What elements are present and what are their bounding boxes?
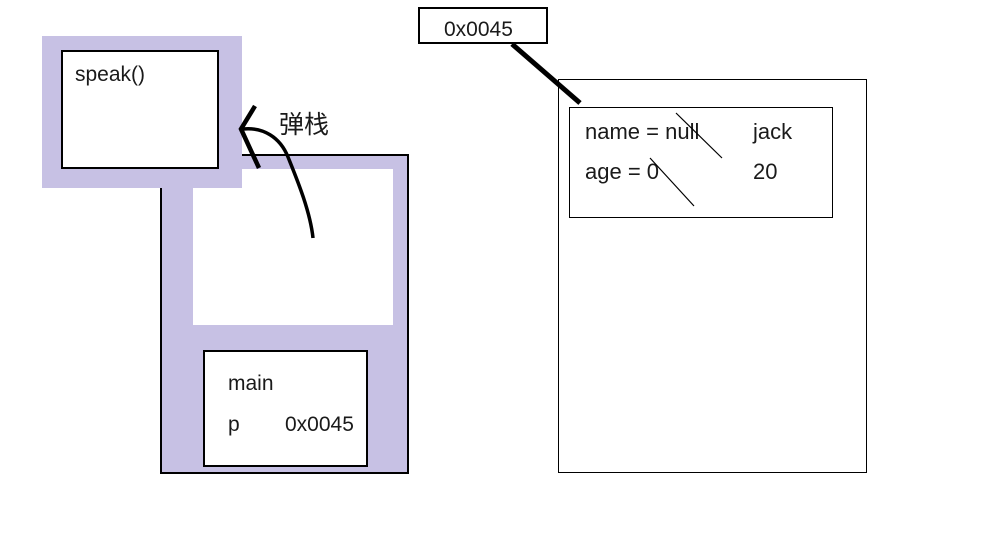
speak-frame-box: speak() [61, 50, 219, 169]
pop-stack-label: 弹栈 [279, 111, 330, 139]
heap-object-box: name = null jack age = 0 20 [569, 107, 833, 218]
heap-address-tag-box: 0x0045 [418, 7, 548, 44]
object-field-age-row: age = 0 20 [585, 159, 832, 185]
main-frame-box: main p 0x0045 [203, 350, 368, 467]
variable-value: 0x0045 [285, 413, 354, 436]
speak-frame-label: speak() [75, 63, 146, 86]
popped-frame-box [193, 169, 393, 325]
field-age-new-value: 20 [753, 159, 778, 184]
field-name-declaration: name = null [585, 119, 700, 144]
variable-name: p [228, 413, 240, 436]
object-field-name-row: name = null jack [585, 119, 832, 145]
field-name-new-value: jack [753, 119, 793, 144]
field-age-declaration: age = 0 [585, 159, 660, 184]
main-frame-title: main [228, 372, 274, 395]
heap-address-label: 0x0045 [444, 18, 513, 41]
main-frame-variable-row: p 0x0045 [228, 413, 366, 437]
